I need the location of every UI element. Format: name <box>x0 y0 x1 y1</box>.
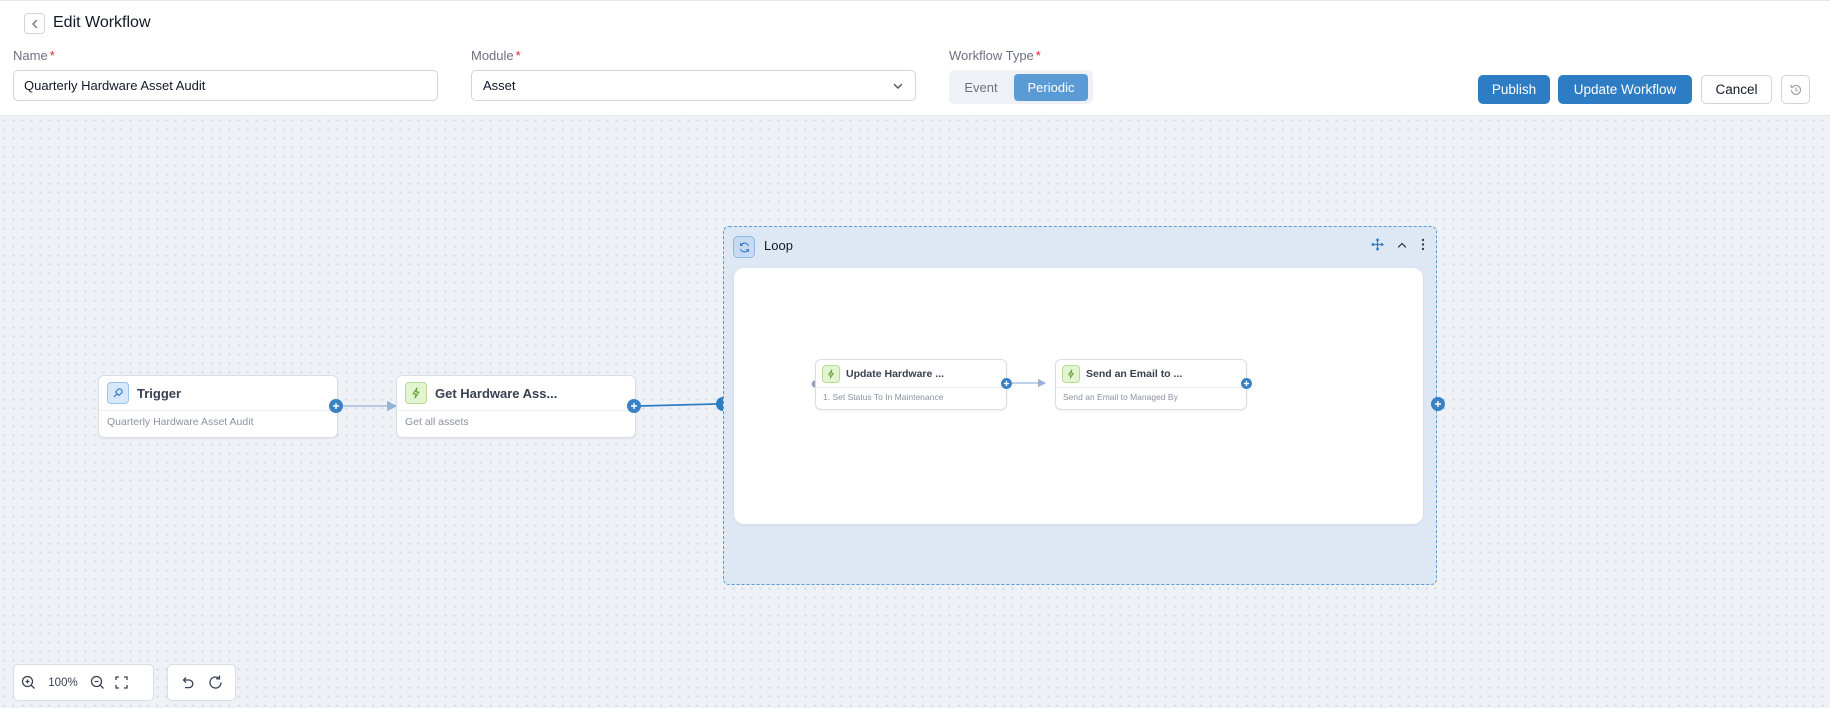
send-email-node[interactable]: Send an Email to ... Send an Email to Ma… <box>1055 359 1247 410</box>
required-mark: * <box>49 48 55 63</box>
chevron-left-icon <box>31 19 37 28</box>
type-periodic-option[interactable]: Periodic <box>1014 73 1088 101</box>
module-label-text: Module <box>471 48 514 63</box>
publish-button[interactable]: Publish <box>1478 75 1550 104</box>
rocket-icon <box>107 382 129 404</box>
zoom-out-icon[interactable] <box>90 675 105 690</box>
name-label: Name* <box>13 48 55 63</box>
required-mark: * <box>515 48 521 63</box>
workflow-header: Edit Workflow Name* Module* Asset Workfl… <box>0 1 1830 116</box>
loop-toolbar <box>1371 238 1426 251</box>
get-hardware-assets-node[interactable]: Get Hardware Ass... Get all assets <box>396 375 636 438</box>
plus-icon <box>1003 380 1010 387</box>
loop-container[interactable]: Loop <box>723 226 1437 585</box>
plus-icon <box>333 403 339 409</box>
back-button[interactable] <box>24 13 45 34</box>
undo-icon[interactable] <box>180 675 195 690</box>
top-border <box>0 0 1830 1</box>
workflow-canvas[interactable]: Trigger Quarterly Hardware Asset Audit G… <box>0 116 1830 708</box>
update-hardware-subtitle: 1. Set Status To In Maintenance <box>823 392 944 402</box>
get-assets-title: Get Hardware Ass... <box>435 385 558 401</box>
plus-icon <box>1243 380 1250 387</box>
history-toolbar <box>167 664 236 701</box>
send-email-subtitle: Send an Email to Managed By <box>1063 392 1178 402</box>
workflow-type-label: Workflow Type* <box>949 48 1041 63</box>
lightning-icon <box>405 382 427 404</box>
trigger-node-header: Trigger <box>99 376 337 411</box>
plus-icon <box>1435 401 1441 407</box>
name-label-text: Name <box>13 48 48 63</box>
history-icon <box>1789 84 1801 95</box>
redo-icon[interactable] <box>207 674 224 691</box>
required-mark: * <box>1035 48 1041 63</box>
get-assets-subtitle: Get all assets <box>405 416 469 428</box>
lightning-icon <box>822 364 840 383</box>
chevron-down-icon <box>893 83 903 89</box>
lightning-icon <box>1062 364 1080 383</box>
type-event-option[interactable]: Event <box>964 79 998 95</box>
trigger-node[interactable]: Trigger Quarterly Hardware Asset Audit <box>98 375 338 438</box>
module-select[interactable]: Asset <box>471 70 916 101</box>
edge-get-loop <box>639 403 717 407</box>
module-value: Asset <box>483 78 516 93</box>
workflow-type-toggle: Event Periodic <box>949 70 1093 104</box>
update-workflow-button[interactable]: Update Workflow <box>1558 75 1692 104</box>
add-after-update-button[interactable] <box>1001 378 1012 389</box>
workflow-type-label-text: Workflow Type <box>949 48 1034 63</box>
get-assets-node-header: Get Hardware Ass... <box>397 376 635 411</box>
update-hardware-node-header: Update Hardware ... <box>816 360 1006 388</box>
zoom-level: 100% <box>48 676 78 689</box>
add-after-trigger-button[interactable] <box>329 399 343 413</box>
more-vertical-icon[interactable] <box>1420 238 1426 251</box>
add-after-loop-button[interactable] <box>1431 397 1445 411</box>
trigger-title: Trigger <box>137 385 182 401</box>
module-label: Module* <box>471 48 521 63</box>
history-button[interactable] <box>1781 75 1810 104</box>
send-email-node-header: Send an Email to ... <box>1056 360 1246 388</box>
zoom-toolbar: 100% <box>13 664 154 701</box>
loop-body: Update Hardware ... 1. Set Status To In … <box>734 268 1423 524</box>
name-input[interactable] <box>13 70 438 101</box>
update-hardware-node[interactable]: Update Hardware ... 1. Set Status To In … <box>815 359 1007 410</box>
fit-view-icon[interactable] <box>115 676 128 689</box>
loop-icon <box>733 236 755 258</box>
collapse-chevron-up-icon[interactable] <box>1396 239 1408 251</box>
send-email-title: Send an Email to ... <box>1086 367 1183 380</box>
plus-icon <box>631 403 637 409</box>
update-hardware-title: Update Hardware ... <box>846 367 945 380</box>
add-after-get-assets-button[interactable] <box>627 399 641 413</box>
move-icon[interactable] <box>1371 238 1384 251</box>
add-after-email-button[interactable] <box>1241 378 1252 389</box>
loop-title: Loop <box>764 238 793 253</box>
trigger-subtitle: Quarterly Hardware Asset Audit <box>107 416 254 428</box>
page-title: Edit Workflow <box>53 14 151 31</box>
zoom-in-icon[interactable] <box>21 675 36 690</box>
cancel-button[interactable]: Cancel <box>1701 75 1772 104</box>
